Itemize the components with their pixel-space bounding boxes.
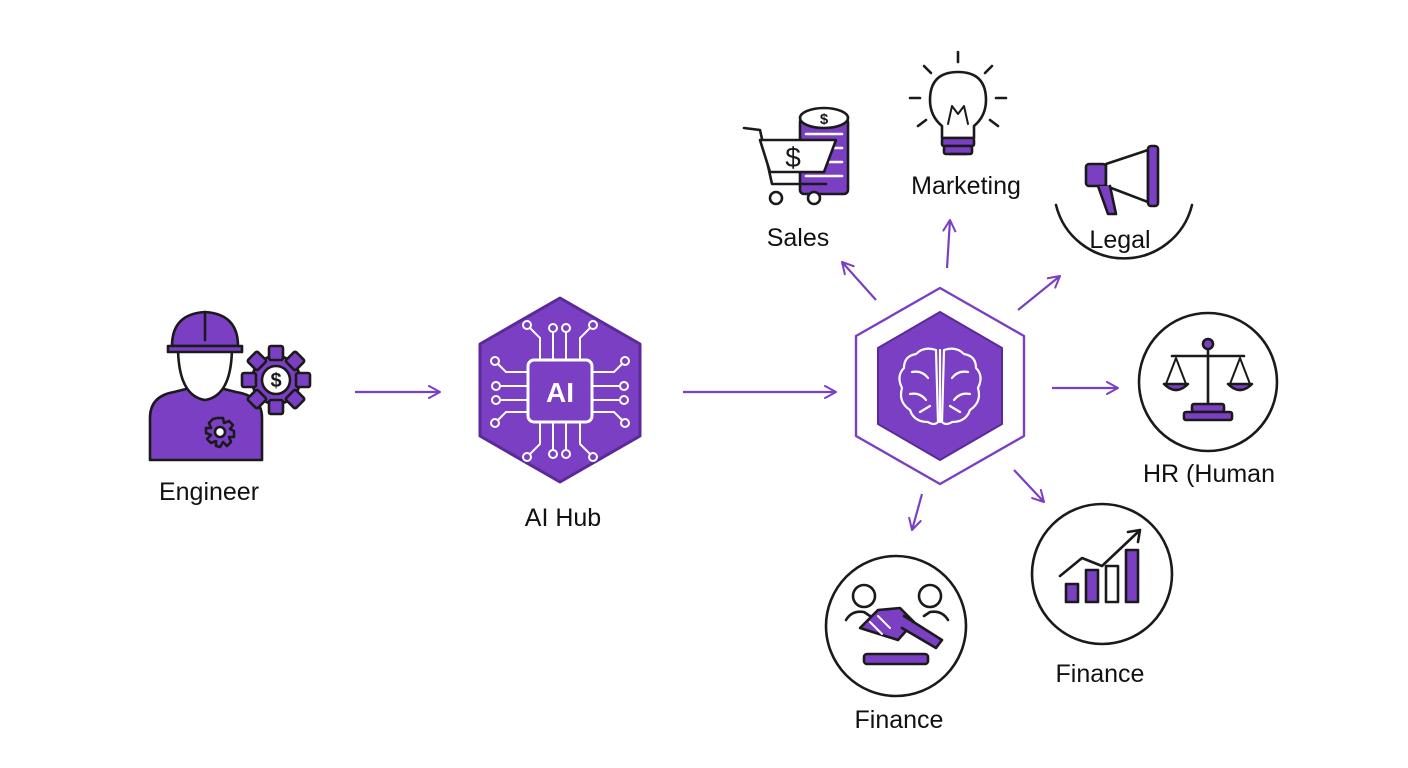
- megaphone-icon: [1054, 144, 1194, 260]
- legal-label: Legal: [1089, 226, 1151, 254]
- finance-handshake-label: Finance: [854, 706, 944, 734]
- finance-chart-label: Finance: [1055, 660, 1145, 688]
- bar-chart-icon: [1030, 502, 1174, 646]
- ai-hub-label: AI Hub: [524, 504, 602, 532]
- marketing-label: Marketing: [911, 172, 1021, 200]
- engineer-icon: $: [148, 310, 312, 462]
- flow-arrows: [355, 219, 1119, 531]
- arrow-brain-to-legal: [1017, 275, 1061, 311]
- arrow-brain-to-finance-chart: [1013, 469, 1045, 503]
- svg-text:$: $: [820, 111, 829, 128]
- scales-icon: [1137, 311, 1279, 453]
- hr-label: HR (Human: [1143, 460, 1275, 488]
- arrow-brain-to-sales: [841, 261, 877, 301]
- arrow-brain-to-marketing: [942, 219, 957, 269]
- ai-chip-text: AI: [546, 377, 574, 408]
- brain-icon: [854, 286, 1026, 486]
- shopping-cart-icon: $ $: [742, 106, 850, 206]
- svg-text:$: $: [270, 370, 281, 392]
- svg-text:$: $: [785, 142, 801, 173]
- engineer-label: Engineer: [158, 478, 260, 506]
- lightbulb-icon: [908, 50, 1008, 156]
- handshake-icon: [824, 554, 968, 698]
- arrow-brain-to-finance-handshake: [908, 493, 924, 531]
- ai-chip-icon: AI: [478, 296, 642, 484]
- sales-label: Sales: [766, 224, 830, 252]
